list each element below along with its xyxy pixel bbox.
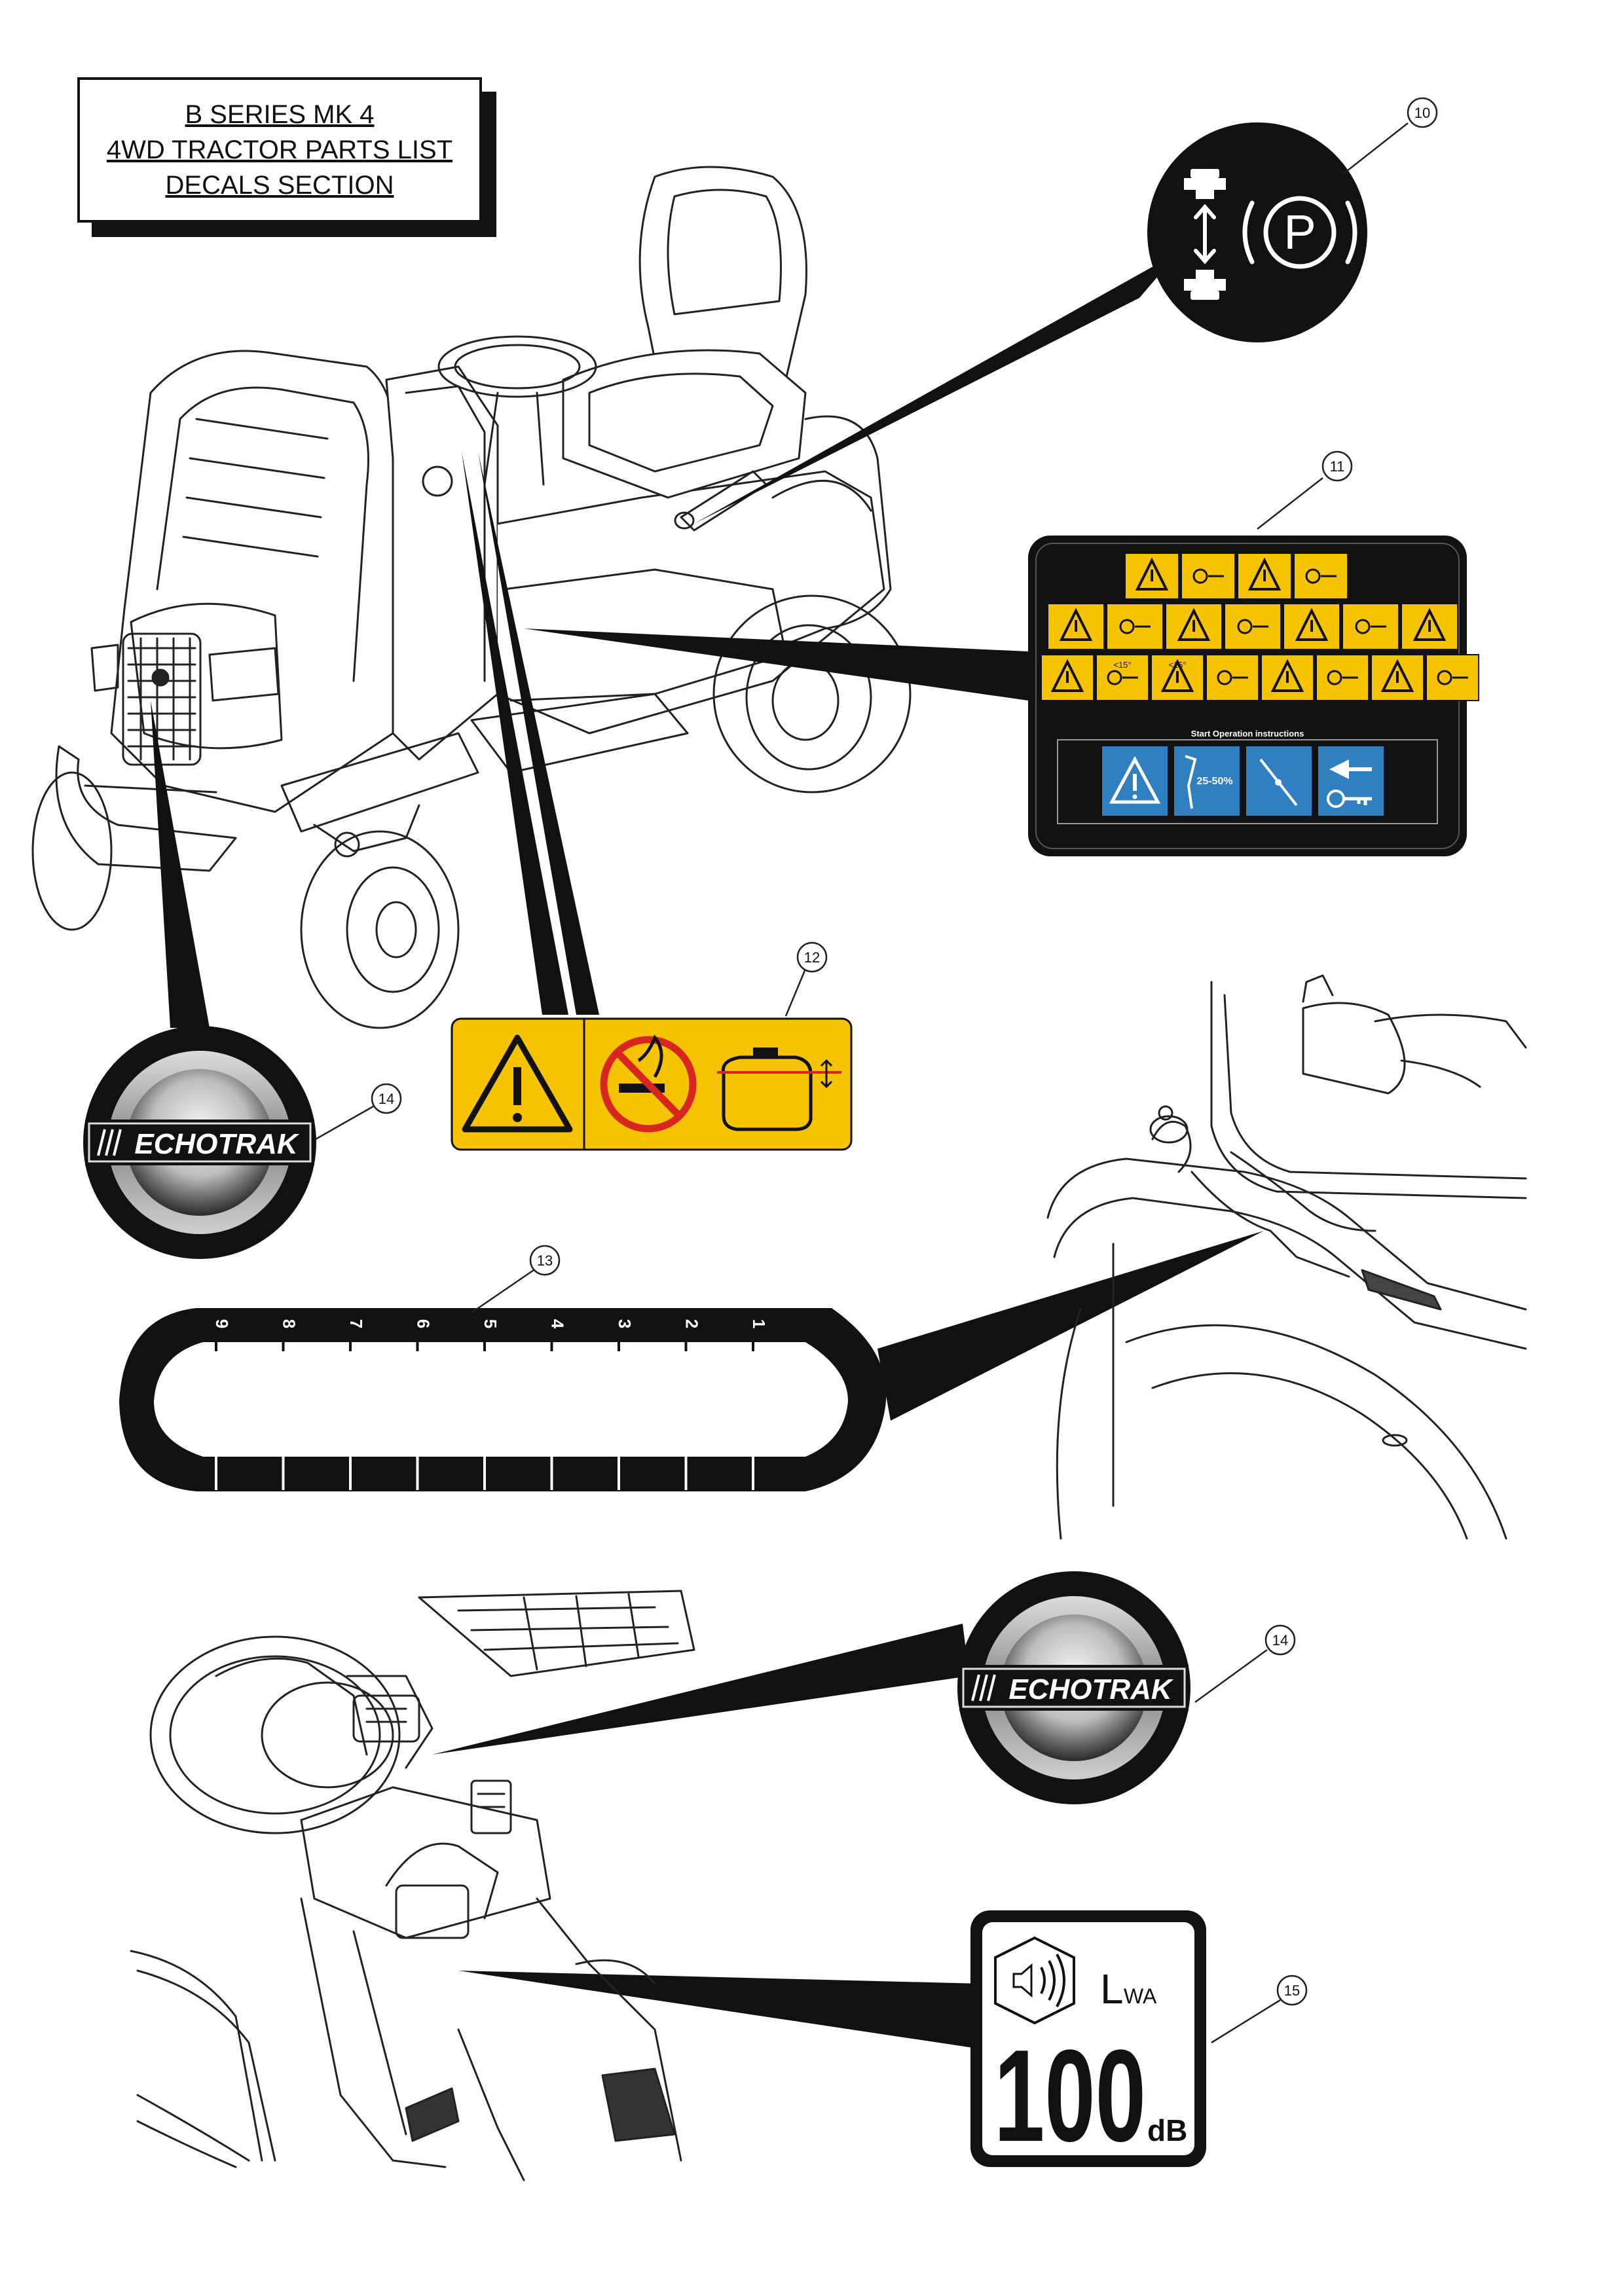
dashboard-illustration (130, 1590, 695, 2181)
warning-tile-grid: <15° <15° (1041, 553, 1479, 701)
warning-triangle-icon (1135, 557, 1169, 591)
warning-triangle-icon (1295, 608, 1329, 641)
pointer-14-steering (432, 1624, 969, 1755)
callout-number: 12 (804, 949, 820, 966)
pointer-14-front (151, 701, 210, 1028)
pointer-10 (694, 252, 1179, 524)
pictogram-icon (1305, 568, 1321, 584)
pointer-12b (478, 452, 599, 1015)
pictogram-icon (1237, 619, 1253, 634)
scale-number: 7 (346, 1319, 366, 1328)
callout-labels: 10 11 12 13 14 14 15 (371, 97, 1438, 2006)
warning-triangle-icon (1050, 659, 1084, 692)
badge-brand-front: ECHOTRAK (134, 1128, 300, 1160)
decal-13-height-scale: 1 2 3 4 5 6 7 8 9 (119, 1308, 887, 1491)
pictogram-icon (1327, 670, 1342, 685)
pictogram-icon (1107, 670, 1122, 685)
warning-tile (1181, 553, 1236, 600)
pictogram-icon (1217, 670, 1232, 685)
scale-number: 4 (548, 1319, 568, 1329)
warning-triangle-icon (1177, 608, 1211, 641)
callout-number: 14 (1272, 1632, 1288, 1649)
decal-10-parking-brake: P (1147, 122, 1367, 342)
warning-triangle-icon (1412, 608, 1447, 641)
noise-unit: dB (1147, 2113, 1187, 2147)
title-line-3: DECALS SECTION (165, 171, 394, 200)
callout-14-front: 14 (371, 1083, 402, 1114)
callout-15: 15 (1276, 1975, 1308, 2006)
callout-11: 11 (1321, 450, 1353, 482)
instruction-tile-4 (1318, 746, 1384, 816)
instruction-tile-2 (1174, 746, 1240, 816)
decal-15-noise-level: L WA 100 dB (970, 1910, 1206, 2169)
callout-number: 15 (1284, 1982, 1300, 1999)
parking-symbol-label: P (1283, 205, 1316, 259)
callout-leaders (315, 122, 1409, 2044)
title-line-2: 4WD TRACTOR PARTS LIST (106, 136, 453, 164)
callout-13: 13 (529, 1245, 561, 1276)
lwa-sub-label: WA (1124, 1984, 1157, 2008)
scale-number: 8 (280, 1319, 299, 1328)
warning-triangle-icon (1247, 557, 1282, 591)
pointer-11 (524, 629, 1028, 701)
slope-label: <15° (1113, 660, 1131, 670)
pictogram-icon (1192, 568, 1208, 584)
callout-12: 12 (796, 941, 828, 973)
scale-number: 6 (414, 1319, 434, 1328)
callout-number: 13 (537, 1252, 553, 1269)
decal-11-safety-instructions: <15° <15° Start Operation instructions 25… (1028, 536, 1479, 856)
slope-label: <15° (1168, 660, 1186, 670)
pointer-15 (458, 1971, 982, 2049)
title-line-1: B SERIES MK 4 (185, 100, 375, 129)
noise-value: 100 (994, 2023, 1146, 2169)
warning-triangle-icon (1160, 659, 1194, 692)
pointer-13 (877, 1231, 1264, 1421)
callout-14-steering: 14 (1264, 1624, 1296, 1656)
scale-number: 9 (212, 1319, 232, 1328)
warning-triangle-icon (1380, 659, 1414, 692)
pointer-12a (462, 452, 568, 1015)
fender-lever-illustration (1046, 974, 1527, 1540)
callout-number: 10 (1414, 105, 1430, 121)
callout-10: 10 (1407, 97, 1438, 128)
instructions-title: Start Operation instructions (1191, 729, 1304, 738)
pictogram-icon (1355, 619, 1371, 634)
lwa-main-label: L (1100, 1965, 1124, 2013)
tractor-illustration (31, 166, 912, 1029)
title-block: B SERIES MK 4 4WD TRACTOR PARTS LIST DEC… (77, 77, 482, 223)
decal-14-echotrak-badge-steering: ECHOTRAK (957, 1571, 1190, 1804)
throttle-percent-label: 25-50% (1196, 776, 1232, 787)
warning-triangle-icon (1059, 608, 1093, 641)
instruction-tiles: 25-50% (1102, 746, 1384, 816)
pictogram-icon (1437, 670, 1452, 685)
callout-number: 14 (378, 1091, 394, 1107)
scale-number: 2 (682, 1319, 702, 1328)
badge-brand-steering: ECHOTRAK (1008, 1673, 1174, 1705)
decal-12-fuel-warning (451, 1017, 853, 1151)
scale-number: 5 (481, 1319, 500, 1328)
callout-pointers (151, 252, 1264, 2049)
decal-14-echotrak-badge-front: ECHOTRAK (83, 1026, 316, 1259)
warning-triangle-icon (1270, 659, 1304, 692)
callout-number: 11 (1330, 458, 1345, 475)
scale-number: 1 (749, 1319, 769, 1328)
scale-number: 3 (615, 1319, 635, 1328)
scale-marks: 1 2 3 4 5 6 7 8 9 (212, 1319, 769, 1490)
pictogram-icon (1119, 619, 1135, 634)
